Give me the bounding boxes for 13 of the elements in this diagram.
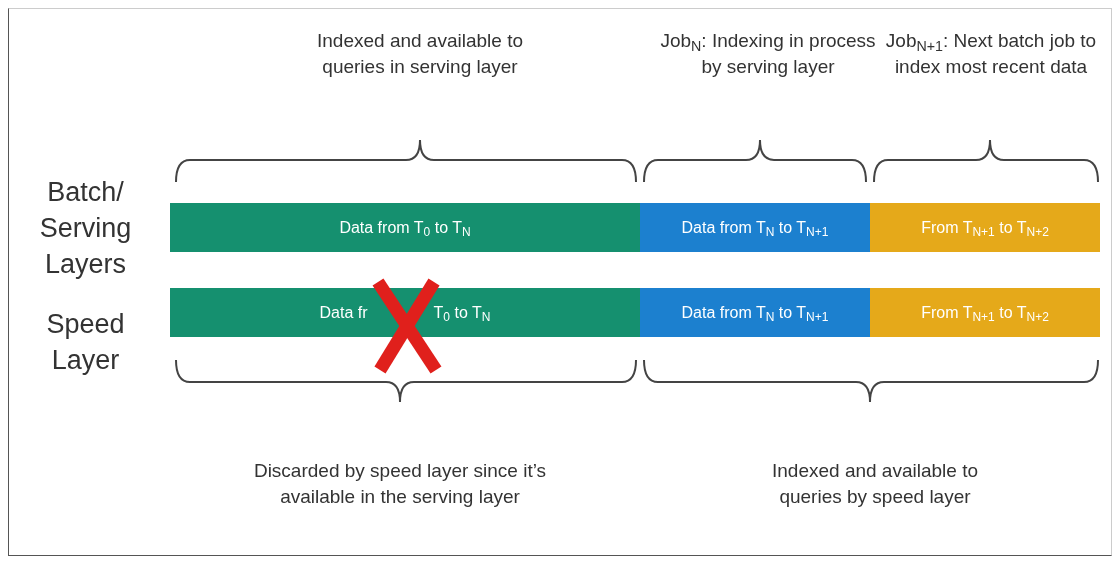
data-segment-bar: Data from T$_{N}$ to T$_{N+1}$ [640,203,870,252]
data-segment-bar: Data from T$_{0}$ to T$_{N}$ [170,203,640,252]
data-segment-bar: From T$_{N+1}$ to T$_{N+2}$ [870,288,1100,337]
data-segment-bar: From T$_{N+1}$ to T$_{N+2}$ [870,203,1100,252]
annotation-text: Job$_{N+1}$: Next batch job to index most recent data [884,29,1098,79]
annotation-text: Indexed and available to queries by speed layer [771,459,979,509]
annotation-text: Job$_{N}$: Indexing in process by serving layer [660,29,876,79]
row-label: Batch/ Serving Layers [38,176,133,281]
data-segment-bar: Data fr T$_{0}$ to T$_{N}$ [170,288,640,337]
data-segment-bar: Data from T$_{N}$ to T$_{N+1}$ [640,288,870,337]
row-label: Speed Layer [45,308,126,377]
annotation-text: Indexed and available to queries in serving layer [316,29,524,79]
annotation-text: Discarded by speed layer since it’s available in the serving layer [252,459,548,509]
